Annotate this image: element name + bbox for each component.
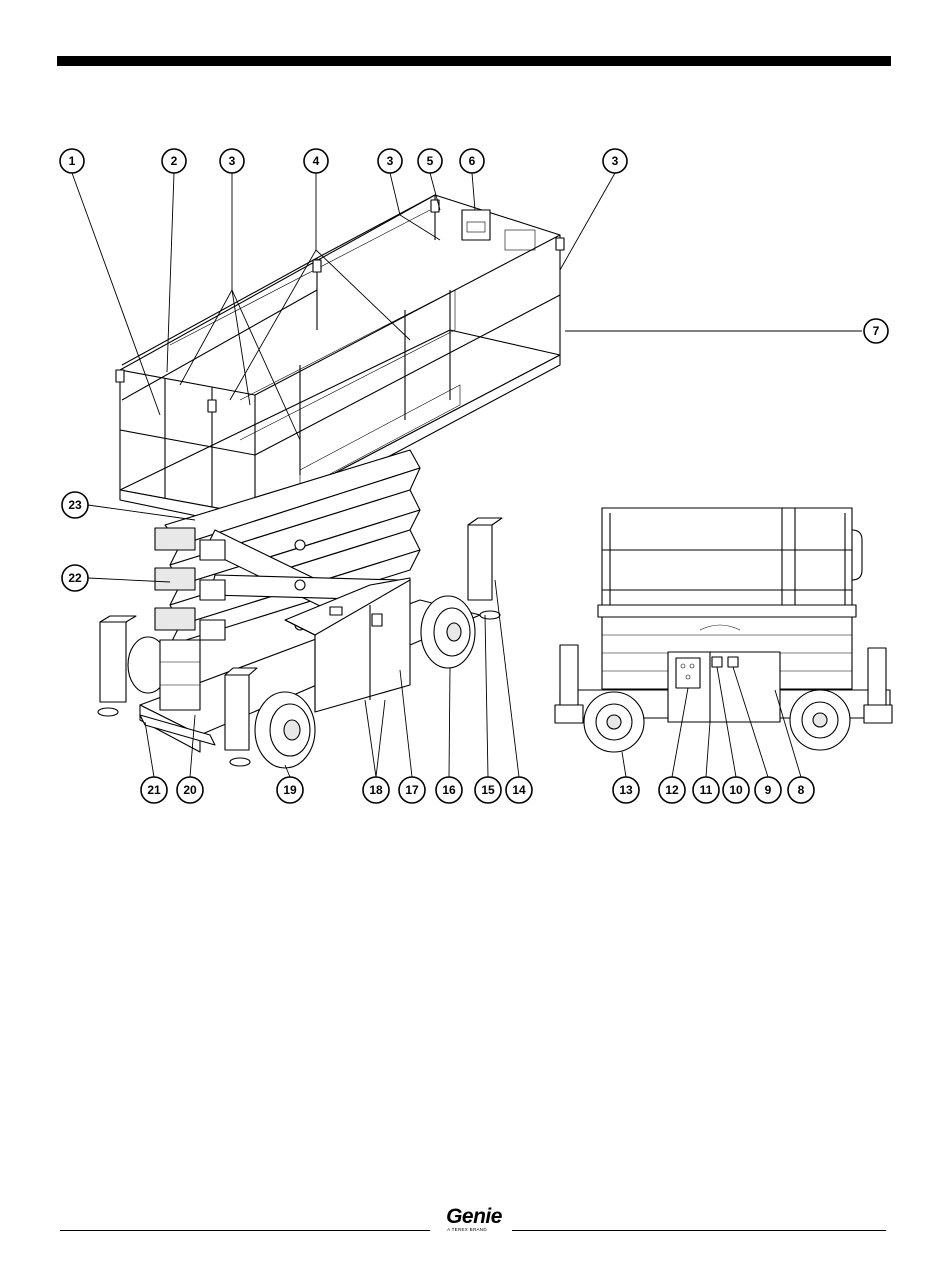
callout-5: 5: [418, 149, 442, 173]
callout-20: 20: [177, 777, 203, 803]
callout-label: 21: [147, 783, 161, 797]
callout-label: 22: [68, 571, 82, 585]
callout-label: 20: [183, 783, 197, 797]
callout-16: 16: [436, 777, 462, 803]
callout-label: 5: [427, 154, 434, 168]
callout-8: 8: [788, 777, 814, 803]
side-front-wheel: [790, 690, 850, 750]
callout-6: 6: [460, 149, 484, 173]
callout-22: 22: [62, 565, 88, 591]
callout-11: 11: [693, 777, 719, 803]
callout-label: 3: [612, 154, 619, 168]
callout-10: 10: [723, 777, 749, 803]
callout-label: 10: [729, 783, 743, 797]
callout-23: 23: [62, 492, 88, 518]
callout-19: 19: [277, 777, 303, 803]
callout-label: 18: [369, 783, 383, 797]
callout-21: 21: [141, 777, 167, 803]
callout-label: 4: [313, 154, 320, 168]
scissor-lift-component-diagram: 1 2 3 4 3 5 6 3 7 23 22 21 20 19 18 17 1…: [0, 0, 950, 860]
callout-label: 17: [405, 783, 419, 797]
callout-label: 6: [469, 154, 476, 168]
callout-label: 2: [171, 154, 178, 168]
callout-15: 15: [475, 777, 501, 803]
callout-label: 13: [619, 783, 633, 797]
callout-3b: 3: [378, 149, 402, 173]
callout-label: 1: [69, 154, 76, 168]
isometric-view: [98, 195, 564, 768]
callout-label: 19: [283, 783, 297, 797]
callout-label: 15: [481, 783, 495, 797]
callout-7: 7: [864, 319, 888, 343]
footer-rule-left: [60, 1230, 430, 1231]
callout-label: 16: [442, 783, 456, 797]
callout-label: 3: [387, 154, 394, 168]
callout-label: 11: [700, 783, 713, 797]
front-left-wheel: [255, 692, 315, 768]
side-view: [555, 508, 892, 752]
callout-label: 7: [873, 324, 880, 338]
callout-label: 3: [229, 154, 236, 168]
callout-3a: 3: [220, 149, 244, 173]
callout-label: 12: [665, 783, 679, 797]
callout-13: 13: [613, 777, 639, 803]
callout-1: 1: [60, 149, 84, 173]
callout-18: 18: [363, 777, 389, 803]
callout-2: 2: [162, 149, 186, 173]
callout-label: 9: [765, 783, 772, 797]
outrigger-right: [468, 518, 502, 619]
brand-logo: Genie A TEREX BRAND: [438, 1207, 510, 1239]
callout-4: 4: [304, 149, 328, 173]
callout-17: 17: [399, 777, 425, 803]
callout-3c: 3: [603, 149, 627, 173]
logo-wordmark: Genie: [438, 1207, 510, 1227]
callout-12: 12: [659, 777, 685, 803]
front-right-wheel: [421, 596, 475, 668]
callout-label: 23: [68, 498, 82, 512]
callout-label: 14: [512, 783, 526, 797]
side-rear-wheel: [584, 692, 644, 752]
callout-14: 14: [506, 777, 532, 803]
callout-9: 9: [755, 777, 781, 803]
footer-rule-right: [512, 1230, 886, 1231]
callout-label: 8: [798, 783, 805, 797]
